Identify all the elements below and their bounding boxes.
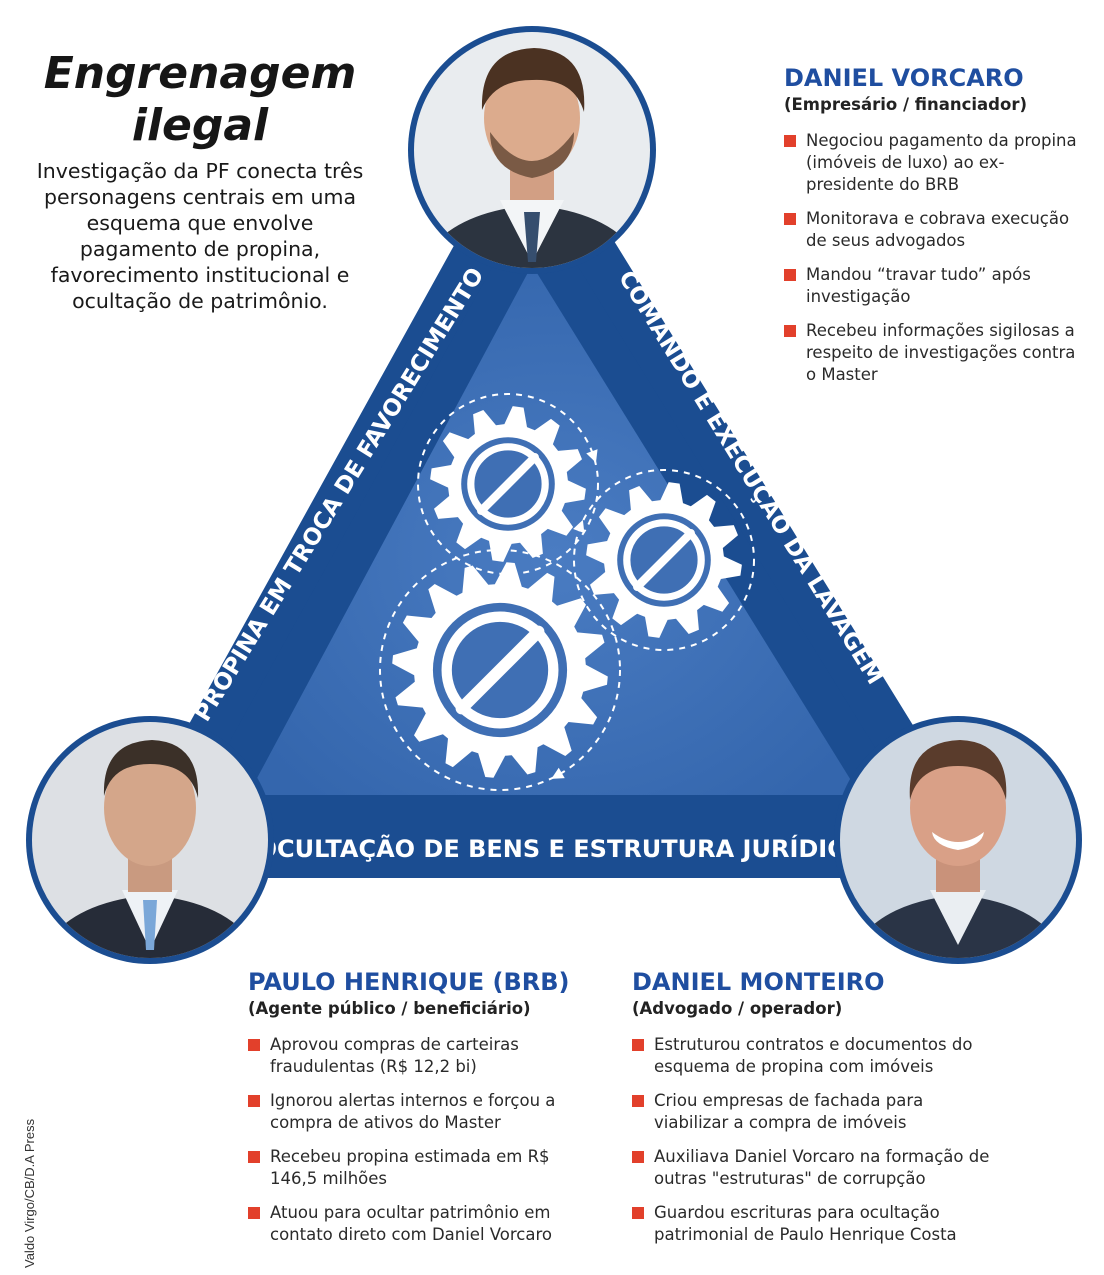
bullet-icon	[248, 1095, 260, 1107]
portrait-paulo-henrique	[26, 716, 274, 964]
person-name: DANIEL MONTEIRO	[632, 968, 885, 996]
bullet-icon	[248, 1151, 260, 1163]
gear-top-left	[417, 393, 599, 575]
gears-group	[379, 393, 755, 791]
edge-label-bottom: OCULTAÇÃO DE BENS E ESTRUTURA JURÍDICA	[257, 834, 864, 863]
bullet-icon	[248, 1207, 260, 1219]
slash-icon	[477, 453, 539, 515]
headline-title-line1: Engrenagem	[43, 48, 357, 99]
bullet-icon	[784, 213, 796, 225]
list-item: Ignorou alertas internos e forçou a comp…	[248, 1090, 588, 1134]
prohibited-icon	[623, 519, 705, 601]
list-item: Atuou para ocultar patrimônio em contato…	[248, 1202, 588, 1246]
person-items: Aprovou compras de carteiras fraudulenta…	[248, 1034, 588, 1246]
bullet-icon	[784, 325, 796, 337]
headline-block: Engrenagem ilegal Investigação da PF con…	[30, 48, 370, 314]
bullet-icon	[632, 1095, 644, 1107]
bullet-icon	[632, 1039, 644, 1051]
gear-bottom	[379, 549, 621, 791]
gear-orbit	[417, 393, 599, 575]
prohibited-icon	[467, 443, 549, 525]
bullet-icon	[632, 1207, 644, 1219]
bullet-icon	[248, 1039, 260, 1051]
list-item: Guardou escrituras para ocultação patrim…	[632, 1202, 992, 1246]
person-monteiro: DANIEL MONTEIRO (Advogado / operador) Es…	[632, 968, 992, 1258]
list-item: Estruturou contratos e documentos do esq…	[632, 1034, 992, 1078]
person-items: Negociou pagamento da propina (imóveis d…	[784, 130, 1084, 386]
person-name: DANIEL VORCARO	[784, 64, 1024, 92]
person-role: (Advogado / operador)	[632, 999, 843, 1018]
list-item: Auxiliava Daniel Vorcaro na formação de …	[632, 1146, 992, 1190]
bullet-icon	[632, 1151, 644, 1163]
list-item: Monitorava e cobrava execução de seus ad…	[784, 208, 1084, 252]
prohibited-icon	[441, 611, 559, 729]
gear-right	[573, 469, 755, 651]
headline-subtitle: Investigação da PF conecta três personag…	[36, 159, 364, 313]
person-role: (Agente público / beneficiário)	[248, 999, 531, 1018]
person-role: (Empresário / financiador)	[784, 95, 1027, 114]
list-item: Recebeu propina estimada em R$ 146,5 mil…	[248, 1146, 588, 1190]
person-items: Estruturou contratos e documentos do esq…	[632, 1034, 992, 1246]
gear-orbit	[379, 549, 621, 791]
bottom-ribbon	[238, 818, 882, 878]
slash-icon	[455, 625, 545, 715]
person-name: PAULO HENRIQUE (BRB)	[248, 968, 570, 996]
bullet-icon	[784, 269, 796, 281]
list-item: Criou empresas de fachada para viabiliza…	[632, 1090, 992, 1134]
headline-title: Engrenagem ilegal	[30, 48, 370, 152]
list-item: Negociou pagamento da propina (imóveis d…	[784, 130, 1084, 196]
person-paulo: PAULO HENRIQUE (BRB) (Agente público / b…	[248, 968, 588, 1258]
photo-credit: Valdo Virgo/CB/D.A Press	[22, 1118, 37, 1268]
portrait-daniel-monteiro	[834, 716, 1082, 964]
list-item: Recebeu informações sigilosas a respeito…	[784, 320, 1084, 386]
list-item: Mandou “travar tudo” após investigação	[784, 264, 1084, 308]
bullet-icon	[784, 135, 796, 147]
list-item: Aprovou compras de carteiras fraudulenta…	[248, 1034, 588, 1078]
slash-icon	[633, 529, 695, 591]
portrait-daniel-vorcaro	[408, 26, 656, 274]
arrow-icon	[586, 449, 598, 463]
arrow-icon	[551, 767, 565, 779]
gear-orbit	[573, 469, 755, 651]
arrow-icon	[573, 519, 585, 534]
person-vorcaro: DANIEL VORCARO (Empresário / financiador…	[784, 64, 1084, 398]
headline-title-line2: ilegal	[131, 100, 269, 151]
